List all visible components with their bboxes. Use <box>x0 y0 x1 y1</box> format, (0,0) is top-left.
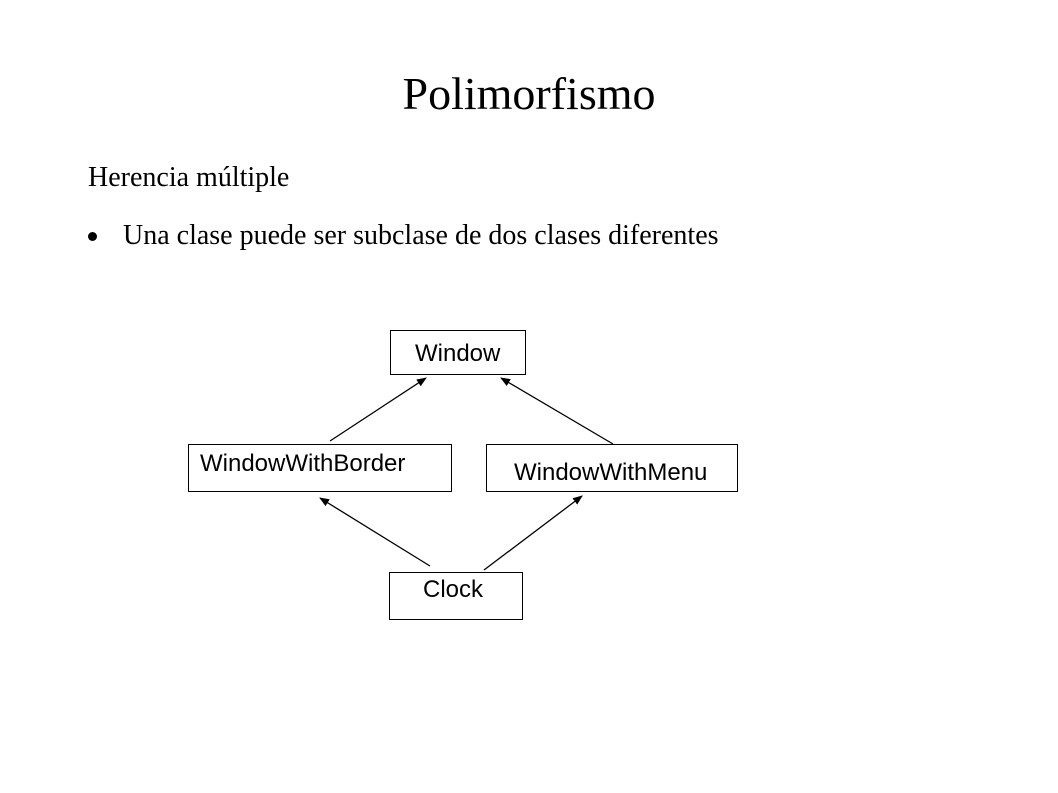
arrow-clock-to-border <box>319 497 431 567</box>
class-label-clock: Clock <box>423 576 484 603</box>
arrow-menu-to-window <box>500 377 614 445</box>
class-box-window-with-border: WindowWithBorder <box>188 444 452 492</box>
slide-subtitle: Herencia múltiple <box>88 162 290 193</box>
class-box-window-with-menu: WindowWithMenu <box>486 444 738 492</box>
bullet-text: Una clase puede ser subclase de dos clas… <box>123 220 719 251</box>
bullet-item: Una clase puede ser subclase de dos clas… <box>88 218 719 254</box>
class-label-window: Window <box>415 340 501 367</box>
slide-title: Polimorfismo <box>402 68 656 119</box>
class-label-window-with-border: WindowWithBorder <box>200 450 406 477</box>
arrow-clock-to-menu <box>483 495 583 571</box>
class-box-window: Window <box>390 330 526 375</box>
arrow-border-to-window <box>329 377 427 442</box>
class-box-clock: Clock <box>389 572 523 620</box>
class-label-window-with-menu: WindowWithMenu <box>514 459 708 486</box>
bullet-dot-icon <box>88 231 97 241</box>
